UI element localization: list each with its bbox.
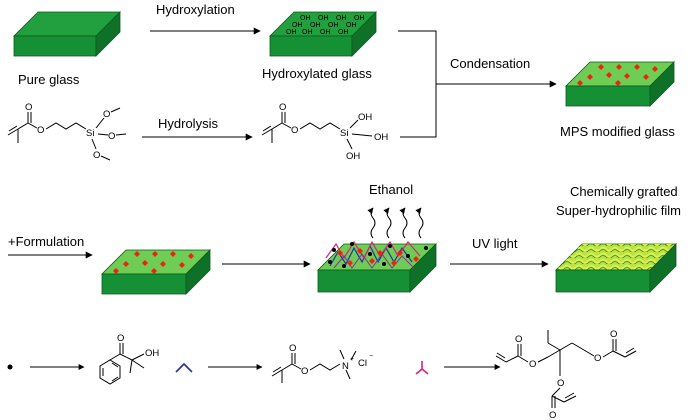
hydroxylation-label: Hydroxylation bbox=[156, 2, 235, 17]
pure-glass-slab bbox=[13, 11, 121, 57]
svg-text:O: O bbox=[529, 359, 536, 370]
grafted-film-slab bbox=[555, 243, 677, 293]
svg-text:O: O bbox=[610, 329, 617, 340]
svg-text:O: O bbox=[289, 343, 296, 354]
ethanol-label: Ethanol bbox=[369, 182, 413, 197]
svg-text:O: O bbox=[108, 131, 115, 142]
photoinitiator-molecule: O OH bbox=[99, 333, 159, 385]
hydrolysis-label: Hydrolysis bbox=[158, 116, 218, 131]
svg-text:O: O bbox=[37, 125, 44, 136]
svg-text:OH: OH bbox=[328, 22, 339, 29]
svg-text:O: O bbox=[117, 333, 124, 344]
svg-text:O: O bbox=[301, 366, 308, 377]
svg-text:−: − bbox=[369, 353, 373, 360]
svg-text:OH: OH bbox=[318, 15, 329, 22]
uv-light-label: UV light bbox=[472, 236, 518, 251]
hydroxyl-groups: OH OH OH OH OH OH OH OH OH OH OH OH bbox=[286, 15, 365, 36]
svg-text:OH: OH bbox=[300, 15, 311, 22]
svg-text:OH: OH bbox=[346, 22, 357, 29]
crosslinker-molecule: O O O O O O bbox=[495, 329, 637, 420]
condensation-label: Condensation bbox=[450, 56, 530, 71]
mps-molecule: O O Si O O O bbox=[7, 102, 127, 161]
svg-text:OH: OH bbox=[336, 15, 347, 22]
grafted-film-label-line1: Chemically grafted bbox=[570, 184, 678, 199]
svg-text:OH: OH bbox=[145, 348, 159, 359]
svg-text:O: O bbox=[549, 410, 556, 420]
quaternary-ammonium-monomer: O O N + Cl − bbox=[271, 343, 373, 383]
photoinitiator-dot-symbol bbox=[7, 364, 13, 370]
hydroxylated-glass-slab bbox=[269, 11, 377, 57]
svg-text:Cl: Cl bbox=[358, 358, 367, 369]
svg-text:O: O bbox=[93, 150, 100, 161]
svg-text:OH: OH bbox=[292, 22, 303, 29]
svg-text:OH: OH bbox=[374, 132, 388, 143]
svg-text:+: + bbox=[350, 356, 354, 363]
svg-text:O: O bbox=[557, 378, 564, 389]
svg-text:O: O bbox=[515, 334, 522, 345]
svg-text:OH: OH bbox=[354, 15, 365, 22]
svg-text:OH: OH bbox=[310, 22, 321, 29]
svg-text:O: O bbox=[279, 102, 286, 113]
quaternary-monomer-chevron-symbol bbox=[175, 362, 193, 373]
svg-text:O: O bbox=[103, 109, 110, 120]
svg-text:O: O bbox=[291, 125, 298, 136]
pure-glass-label: Pure glass bbox=[18, 72, 80, 87]
svg-text:O: O bbox=[25, 102, 32, 113]
formulation-coated-slab bbox=[317, 240, 437, 293]
hydrolyzed-mps-molecule: O O Si OH OH OH bbox=[261, 102, 388, 162]
condensation-bracket bbox=[398, 30, 437, 138]
mps-modified-glass-slab bbox=[565, 61, 675, 107]
svg-text:N: N bbox=[342, 361, 349, 372]
svg-text:OH: OH bbox=[346, 151, 360, 162]
svg-text:OH: OH bbox=[320, 29, 331, 36]
formulation-label: +Formulation bbox=[8, 234, 84, 249]
svg-text:O: O bbox=[594, 353, 601, 364]
svg-text:OH: OH bbox=[358, 112, 372, 123]
hydroxylated-glass-label: Hydroxylated glass bbox=[262, 66, 372, 81]
svg-text:OH: OH bbox=[286, 29, 297, 36]
svg-text:OH: OH bbox=[338, 29, 349, 36]
crosslinker-triangle-symbol bbox=[415, 361, 429, 375]
svg-text:Si: Si bbox=[86, 128, 94, 139]
svg-text:OH: OH bbox=[302, 29, 313, 36]
ethanol-evaporation-arrows bbox=[367, 207, 424, 239]
mps-coated-slab bbox=[101, 249, 211, 295]
svg-text:Si: Si bbox=[340, 128, 348, 139]
grafted-film-label-line2: Super-hydrophilic film bbox=[556, 203, 681, 218]
mps-modified-glass-label: MPS modified glass bbox=[560, 124, 675, 139]
